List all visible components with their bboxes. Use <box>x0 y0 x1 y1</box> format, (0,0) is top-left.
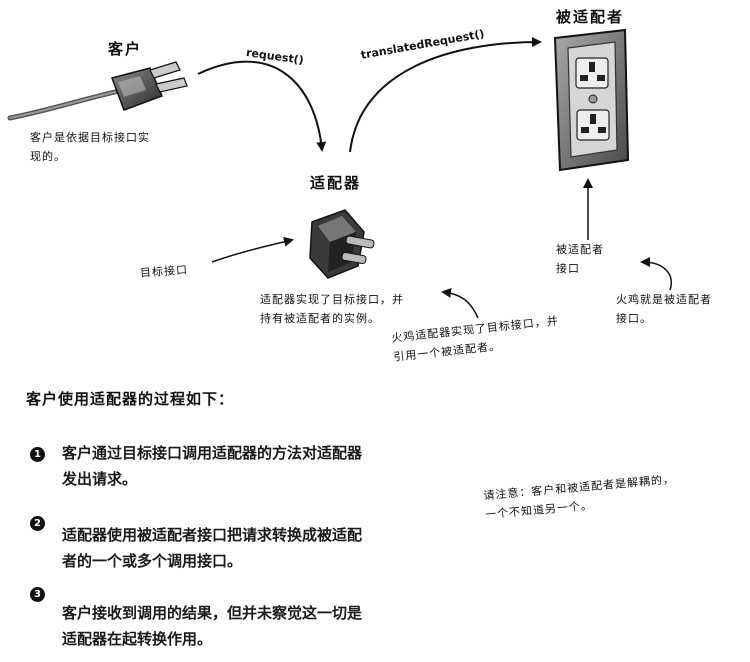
client-note: 客户是依据目标接口实 现的。 <box>30 128 150 166</box>
step-line: 客户通过目标接口调用适配器的方法对适配器 <box>62 444 363 462</box>
step-line: 适配器在起转换作用。 <box>62 630 213 648</box>
adaptee-interface-note-line: 接口 <box>556 262 580 275</box>
adaptee-label: 被适配者 <box>556 8 625 26</box>
translated-request-arrow <box>349 37 542 153</box>
adapter-note-line: 持有被适配者的实例。 <box>260 312 380 325</box>
step-3-number: 3 <box>30 587 45 602</box>
client-note-line: 客户是依据目标接口实 <box>30 131 150 144</box>
target-interface-arrow <box>211 236 294 263</box>
turkey-adaptee-arrow <box>640 257 672 291</box>
client-note-line: 现的。 <box>30 150 66 163</box>
process-heading: 客户使用适配器的过程如下： <box>26 390 235 408</box>
turkey-adaptee-note-line: 接口。 <box>616 312 652 325</box>
step-line: 客户接收到调用的结果，但并未察觉这一切是 <box>62 604 363 622</box>
step-line: 者的一个或多个调用接口。 <box>62 552 243 570</box>
step-2-text: 适配器使用被适配者接口把请求转换成被适配 者的一个或多个调用接口。 <box>62 522 442 574</box>
adaptee-interface-note: 被适配者 接口 <box>556 240 604 278</box>
turkey-adaptee-note-line: 火鸡就是被适配者 <box>616 293 712 306</box>
request-arrow <box>197 60 327 152</box>
plug-icon <box>7 61 188 121</box>
adapter-note-line: 适配器实现了目标接口，并 <box>260 293 404 306</box>
adapter-note: 适配器实现了目标接口，并 持有被适配者的实例。 <box>260 290 404 328</box>
client-label: 客户 <box>108 40 143 58</box>
step-1-text: 客户通过目标接口调用适配器的方法对适配器 发出请求。 <box>62 440 442 492</box>
adapter-icon <box>309 209 375 279</box>
adaptee-interface-note-line: 被适配者 <box>556 243 604 256</box>
step-line: 适配器使用被适配者接口把请求转换成被适配 <box>62 526 363 544</box>
step-line: 发出请求。 <box>62 470 138 488</box>
step-3-text: 客户接收到调用的结果，但并未察觉这一切是 适配器在起转换作用。 <box>62 600 442 652</box>
step-2-number: 2 <box>30 516 45 531</box>
step-1-number: 1 <box>30 447 45 462</box>
target-interface-note: 目标接口 <box>139 263 189 280</box>
turkey-adapter-arrow <box>441 287 479 319</box>
adapter-label: 适配器 <box>310 174 362 192</box>
turkey-adaptee-note: 火鸡就是被适配者 接口。 <box>616 290 712 328</box>
wall-socket-icon <box>553 28 630 172</box>
